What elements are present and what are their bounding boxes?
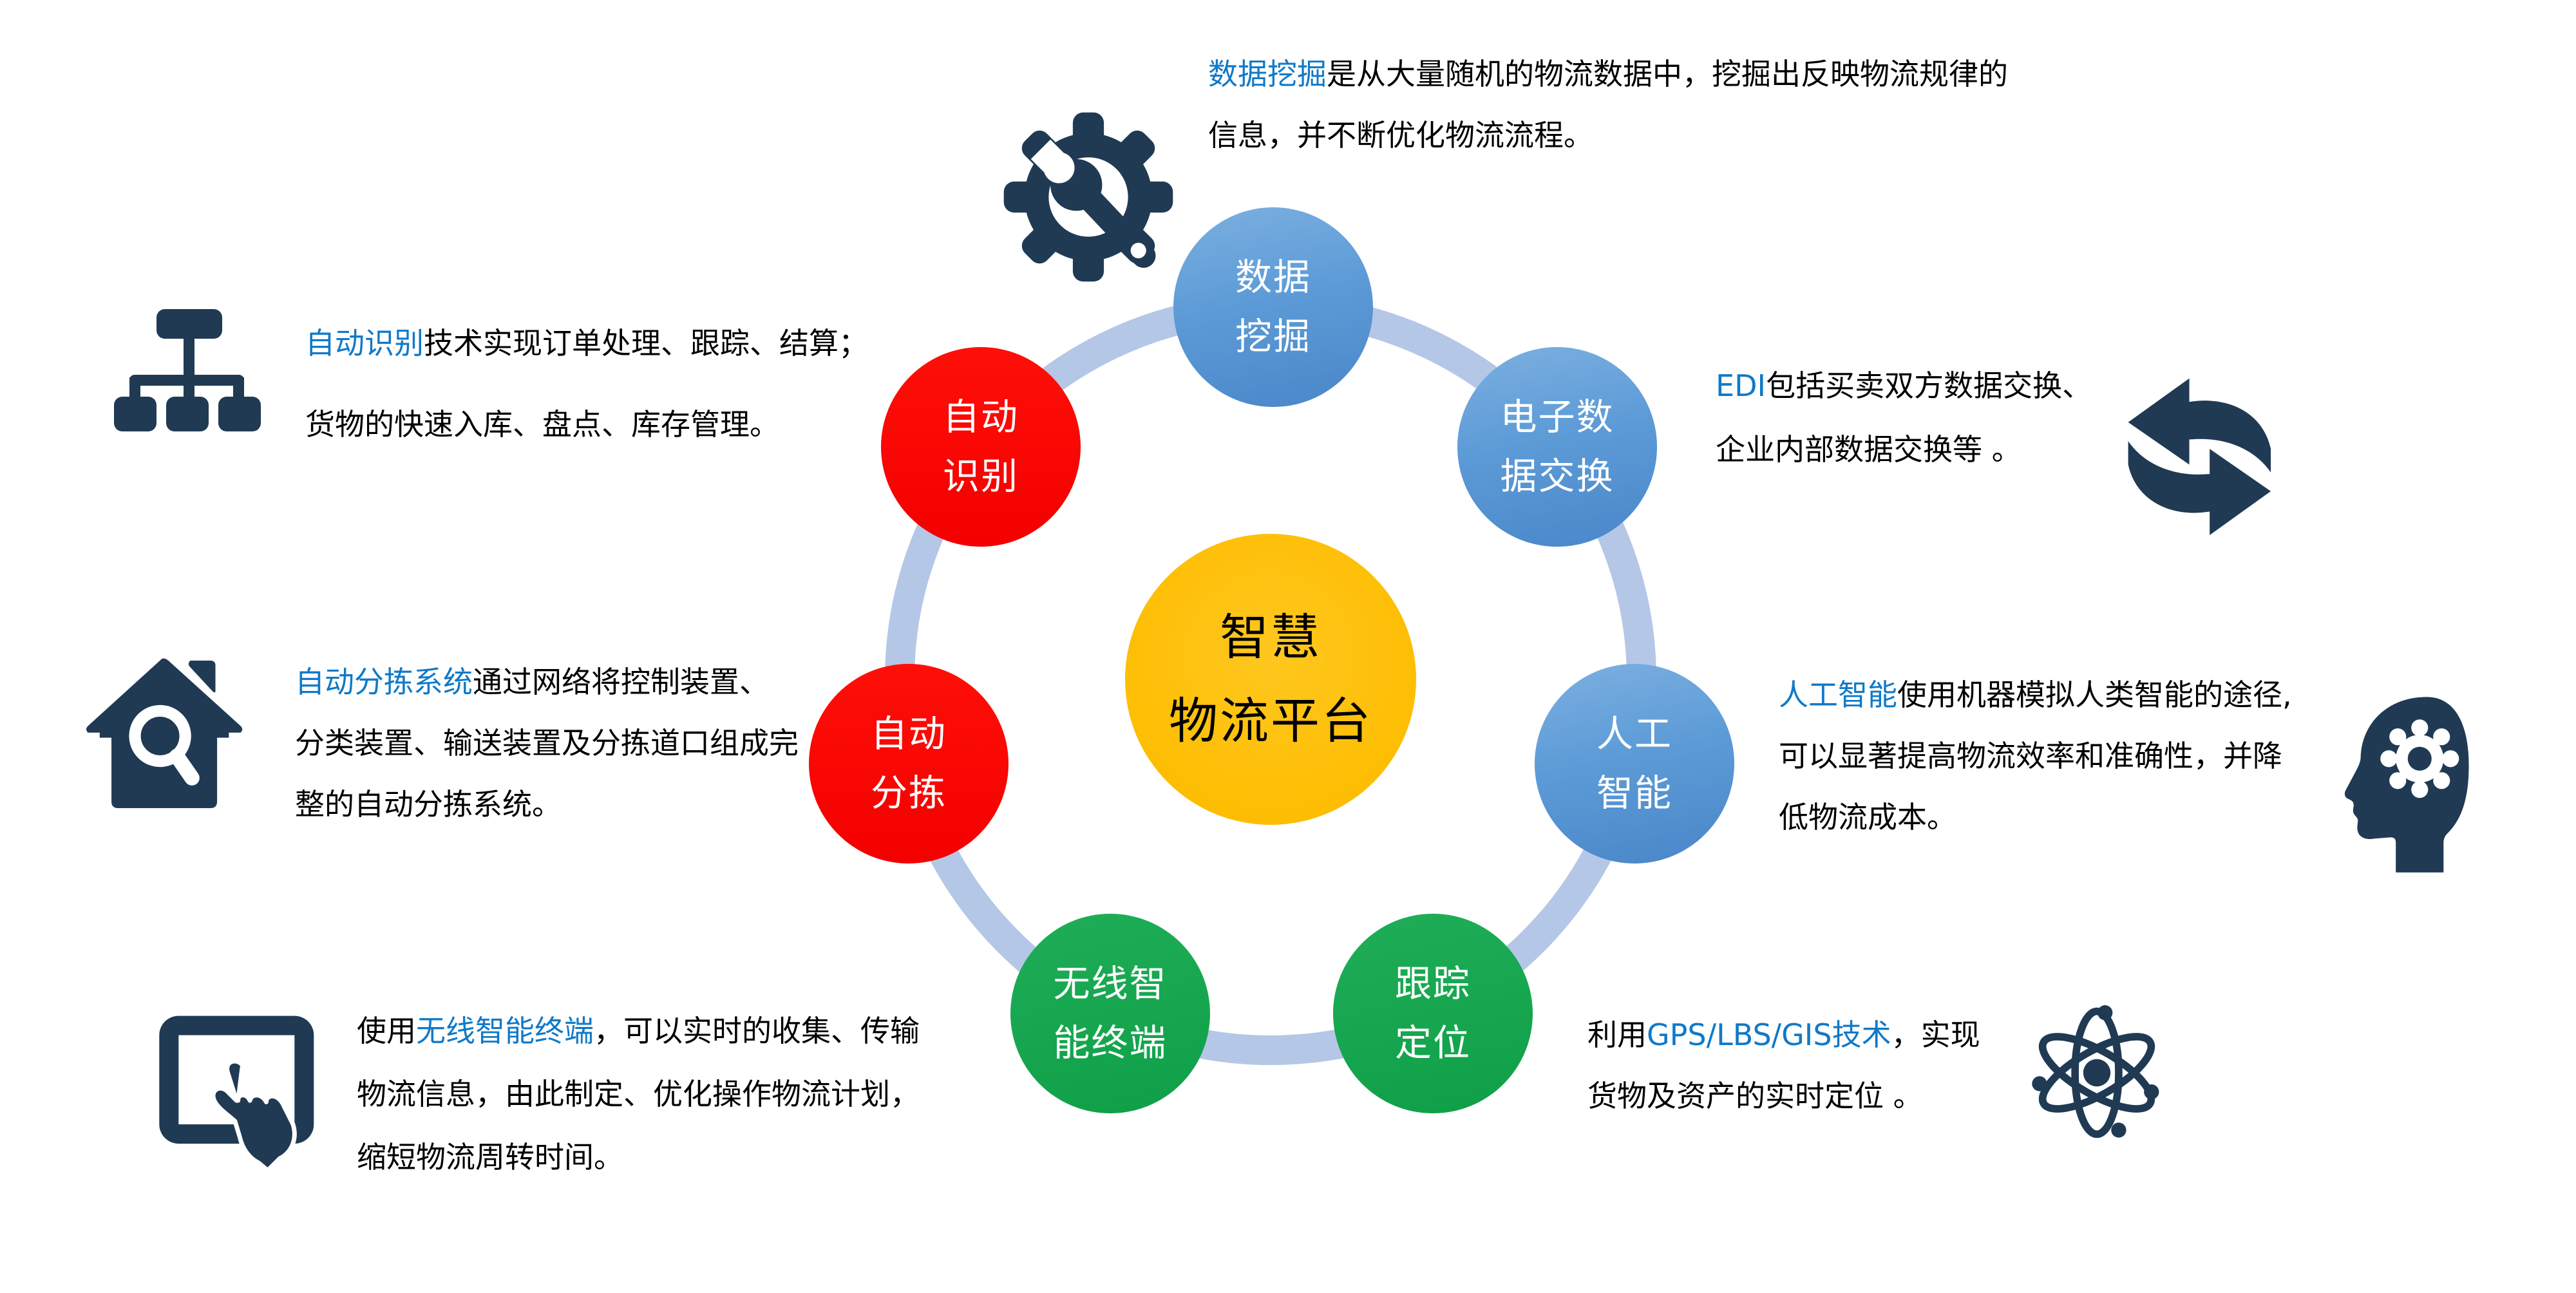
node-sorting-label: 自动 分拣 bbox=[871, 713, 947, 815]
desc-ai-keyword: 人工智能 bbox=[1779, 677, 1897, 712]
desc-gps-text: ，实现 货物及资产的实时定位 。 bbox=[1587, 1017, 1980, 1113]
desc-gps-prefix: 利用 bbox=[1587, 1017, 1647, 1052]
node-terminal-label: 无线智 能终端 bbox=[1053, 963, 1168, 1064]
desc-ai-text: 使用机器模拟人类智能的途径, 可以显著提高物流效率和准确性，并降 低物流成本。 bbox=[1779, 677, 2292, 835]
node-auto-id: 自动 识别 bbox=[881, 347, 1081, 547]
desc-sorting-text: 通过网络将控制装置、 分类装置、输送装置及分拣道口组成完 整的自动分拣系统。 bbox=[295, 665, 799, 822]
platform-title: 智慧 物流平台 bbox=[1169, 609, 1372, 750]
desc-sorting-keyword: 自动分拣系统 bbox=[295, 665, 473, 699]
desc-edi-text: 包括买卖双方数据交换、 企业内部数据交换等 。 bbox=[1716, 368, 2092, 467]
desc-ai: 人工智能使用机器模拟人类智能的途径, 可以显著提高物流效率和准确性，并降 低物流… bbox=[1779, 665, 2292, 848]
node-edi-label: 电子数 据交换 bbox=[1500, 396, 1615, 498]
node-data-mining: 数据 挖掘 bbox=[1173, 207, 1373, 407]
desc-gps: 利用GPS/LBS/GIS技术，实现 货物及资产的实时定位 。 bbox=[1587, 1005, 1980, 1127]
node-terminal: 无线智 能终端 bbox=[1010, 914, 1210, 1113]
node-tracking: 跟踪 定位 bbox=[1333, 914, 1533, 1113]
gear-wrench-icon bbox=[1002, 111, 1175, 288]
node-sorting: 自动 分拣 bbox=[809, 664, 1009, 864]
node-ai-label: 人工 智能 bbox=[1596, 713, 1672, 815]
desc-data-mining-keyword: 数据挖掘 bbox=[1208, 57, 1327, 91]
swap-arrows-icon bbox=[2121, 369, 2283, 535]
desc-terminal-prefix: 使用 bbox=[357, 1014, 416, 1048]
desc-auto-id-text: 技术实现订单处理、跟踪、结算； 货物的快速入库、盘点、库存管理。 bbox=[305, 326, 868, 442]
desc-data-mining: 数据挖掘是从大量随机的物流数据中，挖掘出反映物流规律的 信息，并不断优化物流流程… bbox=[1208, 44, 2008, 166]
desc-terminal: 使用无线智能终端，可以实时的收集、传输 物流信息，由此制定、优化操作物流计划， … bbox=[357, 999, 920, 1189]
desc-auto-id: 自动识别技术实现订单处理、跟踪、结算； 货物的快速入库、盘点、库存管理。 bbox=[305, 303, 868, 465]
node-edi: 电子数 据交换 bbox=[1457, 347, 1657, 547]
tablet-touch-icon bbox=[158, 1010, 351, 1171]
atom-icon bbox=[2029, 997, 2165, 1149]
desc-edi-keyword: EDI bbox=[1716, 368, 1766, 403]
node-auto-id-label: 自动 识别 bbox=[943, 396, 1019, 498]
desc-terminal-keyword: 无线智能终端 bbox=[416, 1014, 594, 1048]
sitemap-icon bbox=[114, 308, 262, 431]
desc-edi: EDI包括买卖双方数据交换、 企业内部数据交换等 。 bbox=[1716, 354, 2092, 482]
house-search-icon bbox=[82, 656, 251, 816]
node-platform-center: 智慧 物流平台 bbox=[1125, 534, 1416, 825]
desc-gps-keyword: GPS/LBS/GIS技术 bbox=[1647, 1017, 1891, 1052]
head-gear-icon bbox=[2340, 692, 2480, 876]
desc-data-mining-text: 是从大量随机的物流数据中，挖掘出反映物流规律的 信息，并不断优化物流流程。 bbox=[1208, 57, 2008, 153]
node-data-mining-label: 数据 挖掘 bbox=[1235, 256, 1311, 358]
desc-terminal-text: ，可以实时的收集、传输 物流信息，由此制定、优化操作物流计划， 缩短物流周转时间… bbox=[357, 1014, 920, 1175]
node-tracking-label: 跟踪 定位 bbox=[1395, 963, 1471, 1064]
desc-auto-id-keyword: 自动识别 bbox=[305, 326, 424, 361]
node-ai: 人工 智能 bbox=[1535, 664, 1734, 864]
desc-sorting: 自动分拣系统通过网络将控制装置、 分类装置、输送装置及分拣道口组成完 整的自动分… bbox=[295, 652, 799, 835]
